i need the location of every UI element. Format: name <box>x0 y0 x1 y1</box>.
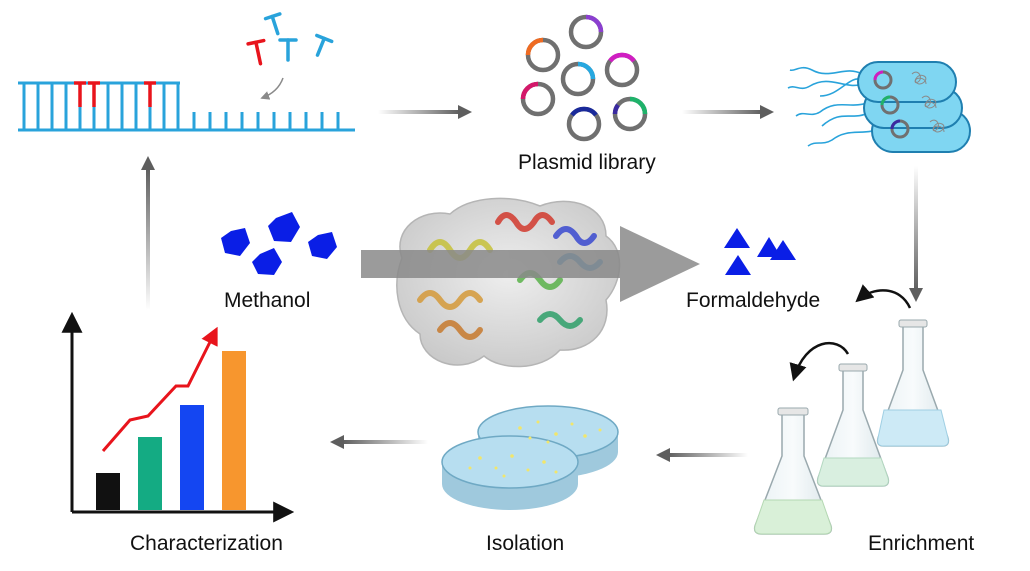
petri-dish-icon <box>441 405 619 510</box>
label-enrichment: Enrichment <box>868 532 975 555</box>
plasmid-ring-icon <box>520 14 648 142</box>
reaction-arrow <box>361 226 700 302</box>
enzyme-structure-icon <box>396 197 621 368</box>
triangle-molecule-icon <box>724 228 796 275</box>
chart-bar <box>96 473 120 510</box>
bar-chart-icon <box>61 311 295 523</box>
hexagon-molecule-icon <box>221 212 337 275</box>
chart-bar <box>222 351 246 510</box>
trend-arrow <box>101 326 218 452</box>
label-formaldehyde: Formaldehyde <box>686 289 821 312</box>
label-plasmid-library: Plasmid library <box>518 151 656 174</box>
dna-mutation-marks <box>74 81 156 107</box>
flow-arrow-dna-to-plasmid <box>378 105 472 119</box>
erlenmeyer-flask-icon <box>753 284 950 535</box>
label-methanol: Methanol <box>224 289 311 312</box>
t-nucleotide-icon <box>246 12 334 66</box>
chart-bar <box>180 405 204 510</box>
chart-bar <box>138 437 162 510</box>
dna-helix-icon <box>18 81 355 132</box>
label-isolation: Isolation <box>486 532 565 555</box>
flow-arrow-enrichment-to-isolation <box>656 448 748 462</box>
flow-arrow-plasmid-to-bacteria <box>682 105 774 119</box>
flow-arrow-bacteria-to-enrichment <box>909 166 923 302</box>
label-characterization: Characterization <box>130 532 283 555</box>
bar-group <box>96 351 246 510</box>
bacteria-cell-icon <box>787 61 971 153</box>
flow-arrow-isolation-to-characterization <box>330 435 428 449</box>
insertion-arrow <box>260 77 284 100</box>
flow-arrow-characterization-to-dna <box>141 156 155 310</box>
